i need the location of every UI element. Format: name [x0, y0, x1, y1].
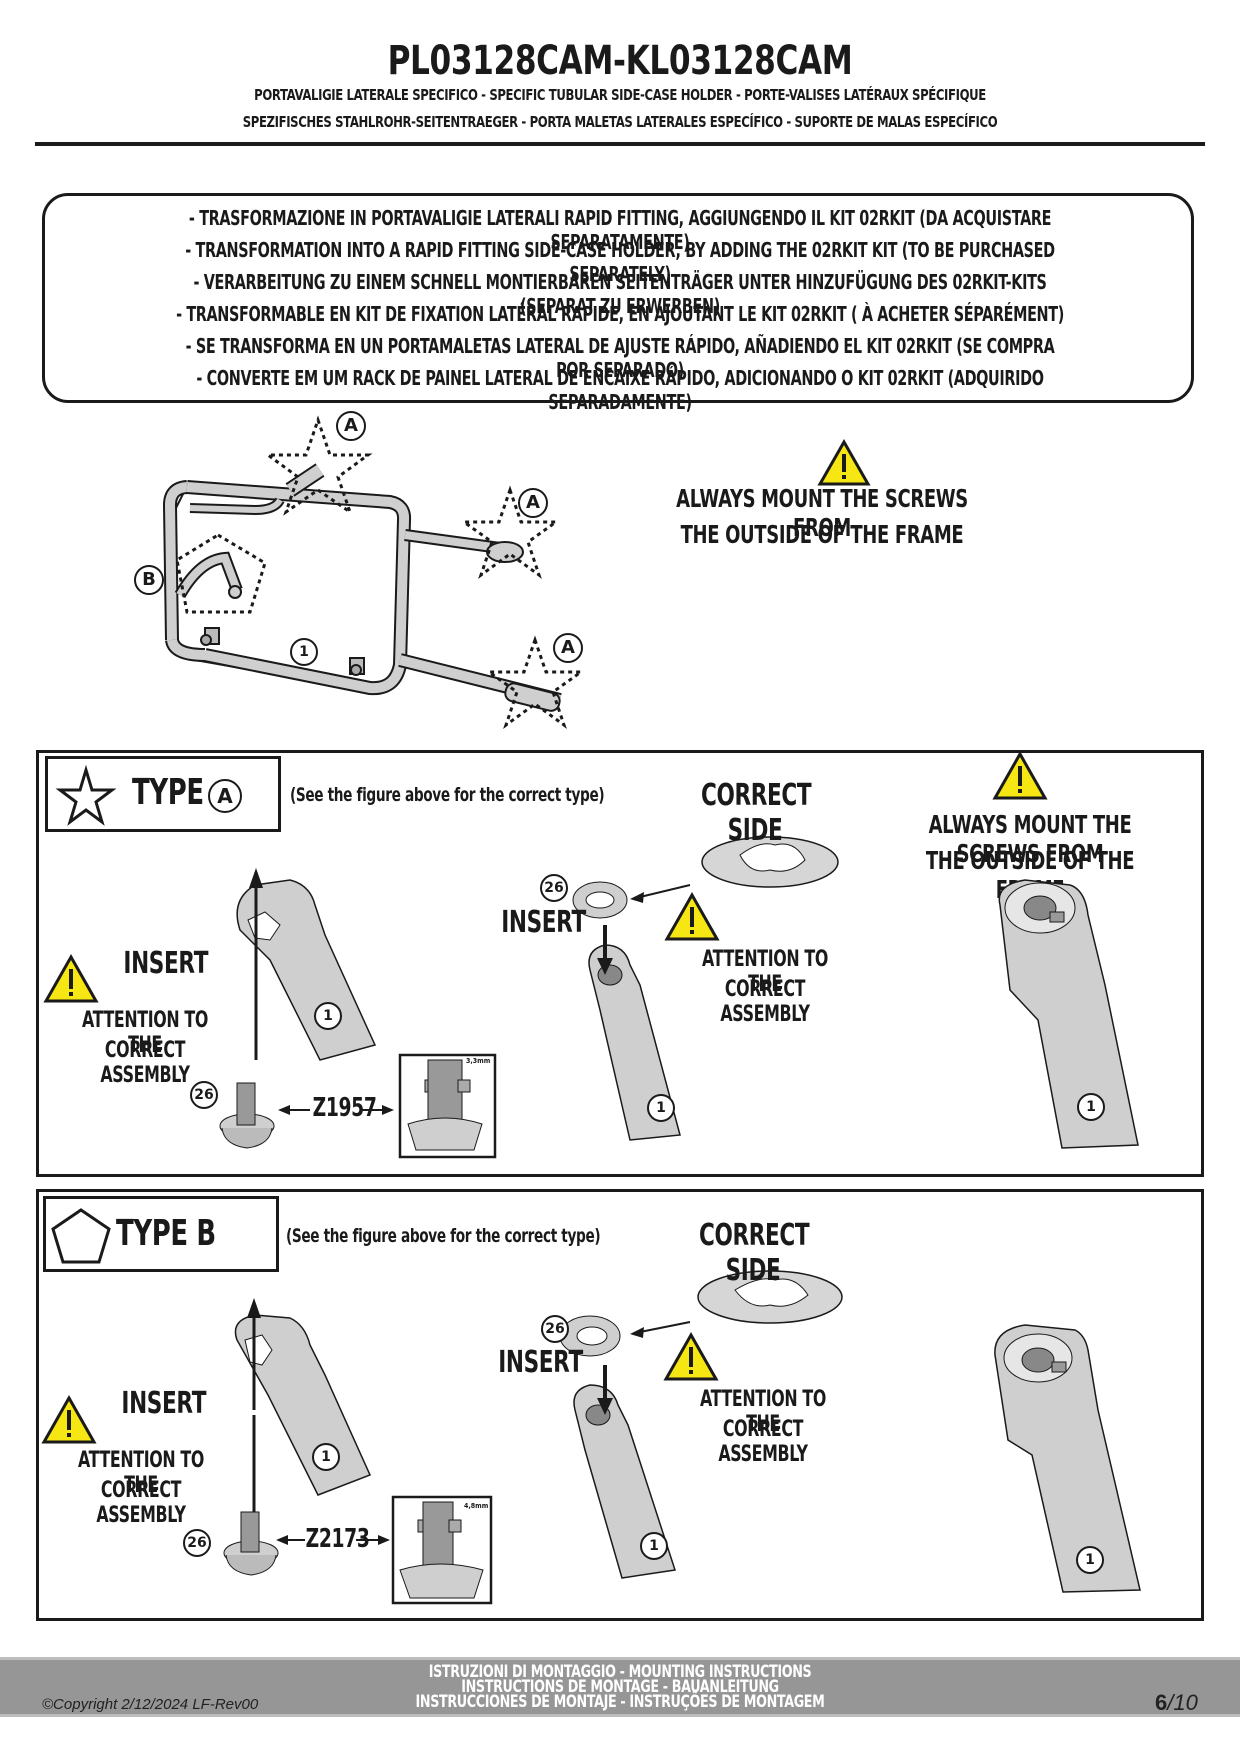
- warning-triangle-icon: [817, 438, 871, 486]
- type-b-label: TYPE B: [116, 1213, 216, 1254]
- type-a-mounted-illustration: [998, 879, 1139, 1149]
- star-icon: [55, 764, 117, 826]
- warning-triangle-icon: [43, 953, 99, 1003]
- note-line-pt: - CONVERTE EM UM RACK DE PAINEL LATERAL …: [196, 366, 1044, 414]
- type-b-frame-part-1-right: 1: [1076, 1546, 1104, 1574]
- page-number: 6/10: [1155, 1690, 1198, 1716]
- callout-a-right: A: [518, 488, 548, 518]
- page-current: 6: [1155, 1690, 1168, 1715]
- type-b-clip-illustration: [559, 1270, 843, 1579]
- type-a-part-26-clip: 26: [540, 874, 568, 902]
- type-a-frame-part-1-center: 1: [647, 1094, 675, 1122]
- type-b-insert-label: INSERT: [121, 1386, 207, 1421]
- overview-warning-line-1: ALWAYS MOUNT THE SCREWS FROM: [676, 484, 968, 542]
- type-a-clip-illustration: [572, 836, 839, 1141]
- note-line-de: - VERARBEITUNG ZU EINEM SCHNELL MONTIERB…: [193, 270, 1047, 318]
- type-a-correct-side: CORRECT SIDE: [701, 778, 812, 848]
- note-line-fr: - TRANSFORMABLE EN KIT DE FIXATION LATÉR…: [176, 302, 1064, 326]
- type-a-attention-line-1: ATTENTION TO THE: [82, 1008, 208, 1058]
- type-a-mount-line-1: ALWAYS MOUNT THE SCREWS FROM: [928, 810, 1132, 868]
- side-case-frame-diagram: [162, 415, 586, 729]
- pentagon-icon: [51, 1208, 111, 1264]
- footer-line-1: ISTRUZIONI DI MONTAGGIO - MOUNTING INSTR…: [428, 1662, 812, 1682]
- callout-b: B: [134, 565, 164, 595]
- type-a-code: Z1957: [312, 1093, 377, 1123]
- type-b-correct-side: CORRECT SIDE: [699, 1218, 810, 1288]
- type-b-frame-part-1: 1: [312, 1443, 340, 1471]
- note-line-en: - TRANSFORMATION INTO A RAPID FITTING SI…: [185, 238, 1055, 286]
- type-b-attention-line-1-center: ATTENTION TO THE: [700, 1387, 826, 1437]
- type-a-attention-line-2: CORRECT ASSEMBLY: [100, 1038, 190, 1088]
- type-b-attention-line-1: ATTENTION TO THE: [78, 1448, 204, 1498]
- warning-triangle-icon: [664, 891, 720, 941]
- document-title: PL03128CAM-KL03128CAM: [387, 38, 853, 84]
- type-a-marker-stars: [263, 415, 586, 729]
- warning-triangle-icon: [41, 1394, 97, 1444]
- footer-line-3: INSTRUCCIONES DE MONTAJE - INSTRUÇÕES DE…: [415, 1692, 825, 1712]
- callout-a-top: A: [336, 411, 366, 441]
- type-b-header-box: [43, 1196, 279, 1272]
- type-a-insert-label: INSERT: [123, 946, 209, 981]
- footer-line-2: INSTRUCTIONS DE MONTAGE - BAUANLEITUNG: [461, 1677, 779, 1697]
- type-a-part-26: 26: [190, 1081, 218, 1109]
- type-a-attention-line-2-center: CORRECT ASSEMBLY: [720, 977, 810, 1027]
- warning-triangle-icon: [992, 750, 1048, 800]
- type-b-panel: [36, 1189, 1204, 1621]
- overview-warning-line-2: THE OUTSIDE OF THE FRAME: [680, 520, 964, 549]
- type-b-part-26-clip: 26: [541, 1315, 569, 1343]
- type-a-letter: A: [208, 779, 242, 813]
- type-b-mounted-illustration: [994, 1324, 1141, 1593]
- transformation-note-box: [42, 193, 1194, 403]
- type-a-panel: [36, 750, 1204, 1177]
- header-divider: [35, 142, 1205, 146]
- type-a-attention-line-1-center: ATTENTION TO THE: [702, 947, 828, 997]
- type-a-label: TYPE: [132, 772, 204, 813]
- type-b-frame-part-1-center: 1: [640, 1532, 668, 1560]
- callout-part-1: 1: [290, 638, 318, 666]
- copyright-notice: ©Copyright 2/12/2024 LF-Rev00: [42, 1696, 259, 1713]
- footer-bar: [0, 1657, 1240, 1717]
- frame-tube: [162, 463, 562, 712]
- type-a-bracket-illustration: [219, 868, 497, 1159]
- type-a-frame-part-1: 1: [314, 1002, 342, 1030]
- subtitle-line-2: SPEZIFISCHES STAHLROHR-SEITENTRAEGER - P…: [242, 113, 998, 131]
- type-b-attention-line-2: CORRECT ASSEMBLY: [96, 1478, 186, 1528]
- subtitle-line-1: PORTAVALIGIE LATERALE SPECIFICO - SPECIF…: [254, 86, 986, 104]
- type-a-frame-part-1-right: 1: [1077, 1093, 1105, 1121]
- type-b-code: Z2173: [305, 1524, 370, 1554]
- note-line-it: - TRASFORMAZIONE IN PORTAVALIGIE LATERAL…: [188, 206, 1052, 254]
- type-b-see-note: (See the figure above for the correct ty…: [286, 1225, 601, 1247]
- type-a-see-note: (See the figure above for the correct ty…: [290, 784, 605, 806]
- type-b-dimension: 4,8mm: [464, 1502, 489, 1510]
- type-a-dimension: 3,3mm: [466, 1057, 491, 1065]
- note-line-es: - SE TRANSFORMA EN UN PORTAMALETAS LATER…: [185, 334, 1055, 382]
- type-b-attention-line-2-center: CORRECT ASSEMBLY: [718, 1417, 808, 1467]
- page-total: /10: [1167, 1690, 1198, 1715]
- type-b-part-26: 26: [183, 1529, 211, 1557]
- warning-triangle-icon: [663, 1331, 719, 1381]
- callout-a-bottom: A: [553, 633, 583, 663]
- type-b-marker-pentagon: [175, 533, 267, 614]
